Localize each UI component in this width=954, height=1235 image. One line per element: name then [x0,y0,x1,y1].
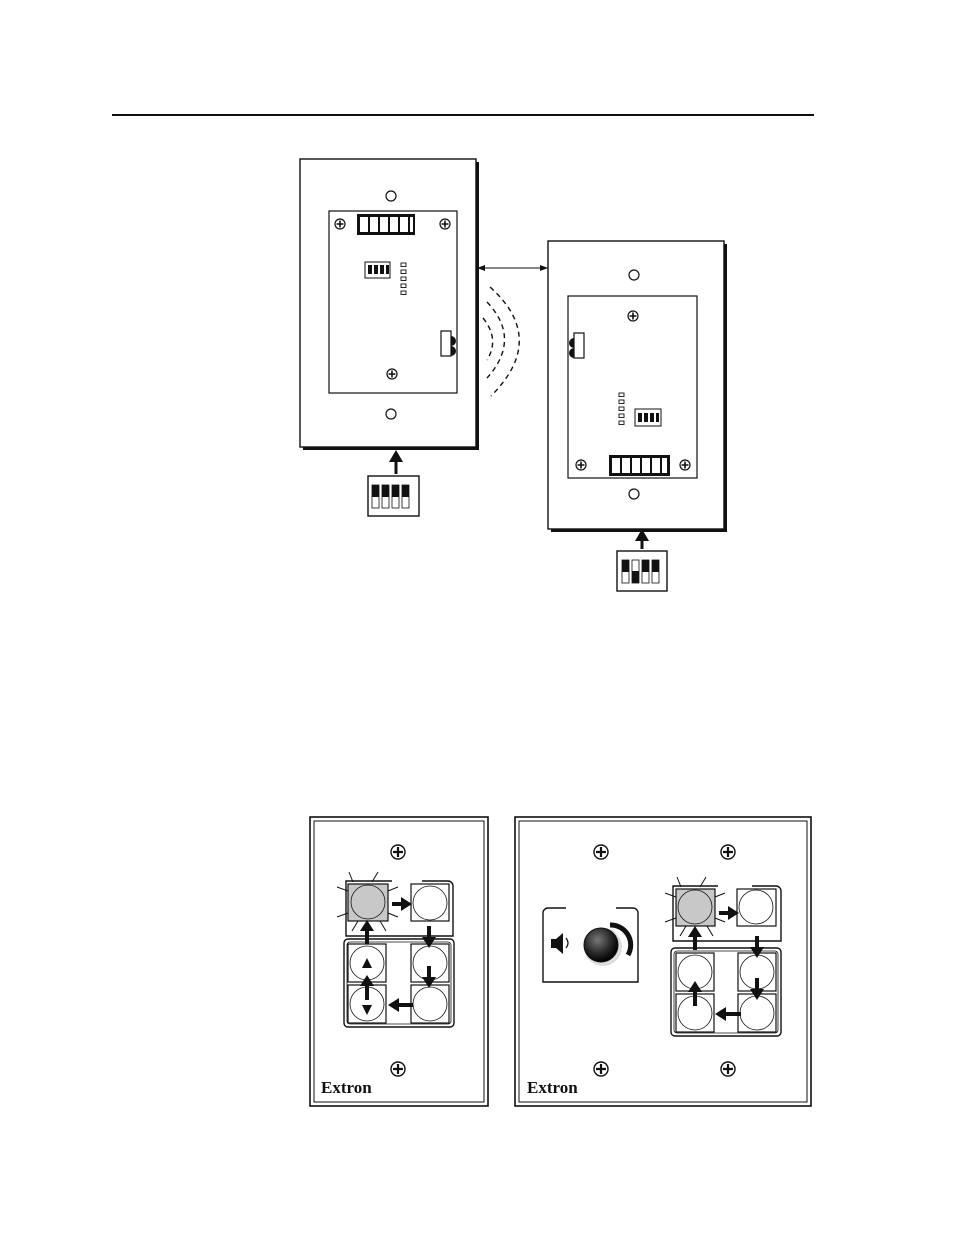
wallplate-top-left [300,159,479,450]
screw-icon [391,845,405,859]
screw-icon [594,845,608,859]
screw-icon [680,460,690,470]
circuit-board [329,211,457,393]
screw-icon [391,1062,405,1076]
dip-switch-icon [365,262,390,278]
screw-icon [576,460,586,470]
dip-switch-icon [635,409,661,426]
distance-arrow [477,265,548,271]
volume-module [543,904,638,982]
mount-hole [386,191,396,201]
terminal-block-icon [609,455,670,476]
brand-logo: Extron [527,1078,578,1097]
mount-hole [629,270,639,280]
control-panel-left: Extron [310,817,488,1106]
screw-icon [387,369,397,379]
wallplate-top-right [548,241,727,532]
screw-icon [594,1062,608,1076]
terminal-block-icon [357,214,415,235]
dip-switch-callout-right [617,529,667,591]
mount-hole [386,409,396,419]
panel-button[interactable] [411,985,449,1023]
panel-button[interactable] [737,889,776,926]
dip-switch-callout-left [368,450,419,516]
mount-hole [629,489,639,499]
screw-icon [335,219,345,229]
ir-signal-icon [483,287,519,396]
panel-button[interactable] [411,884,449,921]
screw-icon [440,219,450,229]
screw-icon [628,311,638,321]
screw-icon [721,1062,735,1076]
screw-icon [721,845,735,859]
brand-logo: Extron [321,1078,372,1097]
circuit-board [568,296,697,478]
control-panel-right: Extron [515,817,811,1106]
